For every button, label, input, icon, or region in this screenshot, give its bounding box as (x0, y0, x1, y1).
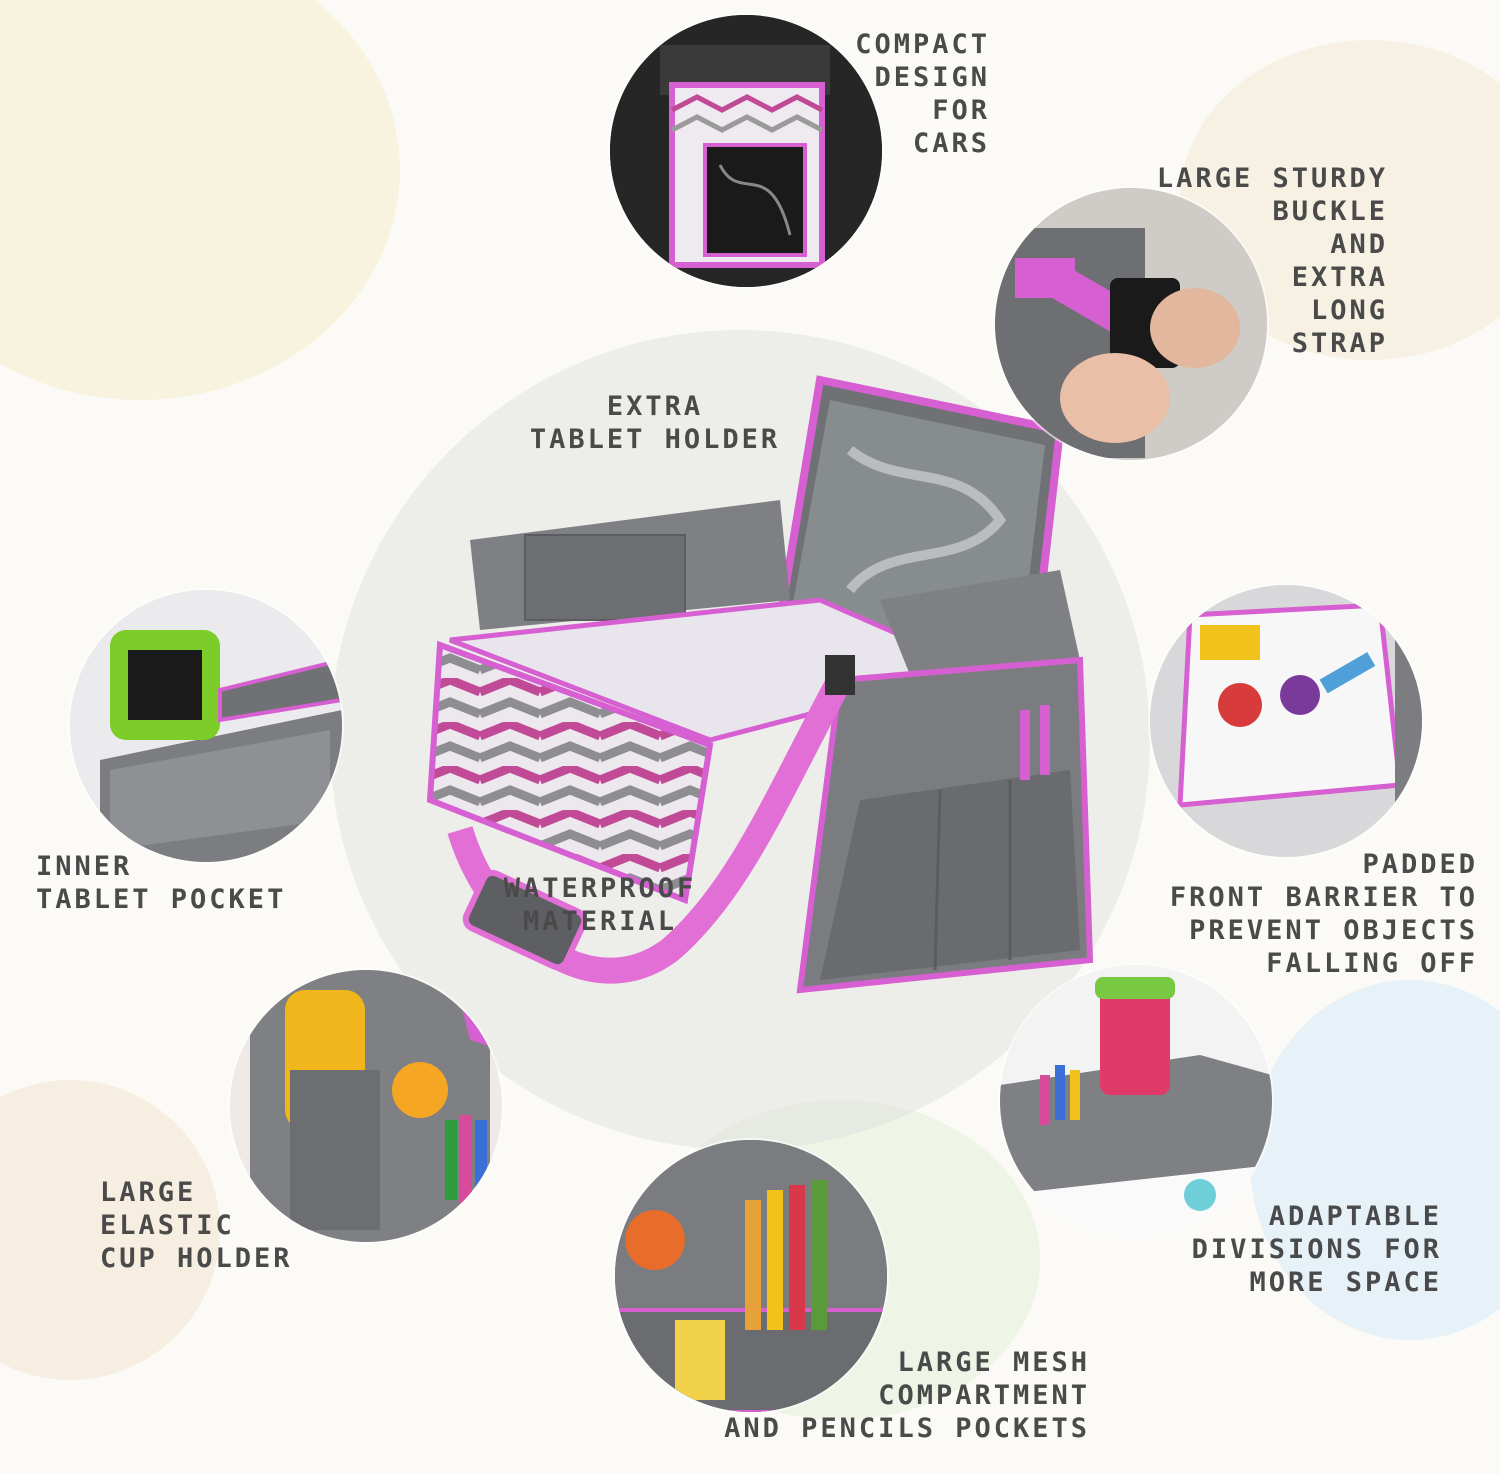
label-line: COMPARTMENT (878, 1380, 1090, 1411)
label-line: LONG (1310, 295, 1388, 326)
label-adaptable-divisions: ADAPTABLE DIVISIONS FOR MORE SPACE (1180, 1200, 1442, 1299)
label-line: COMPACT (855, 29, 990, 60)
label-line: TABLET POCKET (36, 884, 287, 915)
label-line: INNER (36, 851, 133, 882)
label-mesh-pockets: LARGE MESH COMPARTMENT AND PENCILS POCKE… (700, 1346, 1090, 1445)
label-tablet-holder: EXTRA TABLET HOLDER (500, 390, 810, 456)
inner-tablet-pocket-photo (70, 590, 342, 862)
label-waterproof: WATERPROOF MATERIAL (470, 872, 730, 938)
cup-holder-photo (230, 970, 502, 1242)
adaptable-divisions-photo (1000, 965, 1272, 1237)
label-buckle-strap: LARGE STURDY BUCKLE AND EXTRA LONG STRAP (1080, 162, 1388, 360)
label-line: BUCKLE (1272, 196, 1388, 227)
label-line: FOR (932, 95, 990, 126)
label-line: AND PENCILS POCKETS (724, 1413, 1090, 1444)
label-compact-design: COMPACT DESIGN FOR CARS (780, 28, 990, 160)
travel-tray-product-image (426, 375, 1094, 994)
label-line: AND (1330, 229, 1388, 260)
label-line: DIVISIONS FOR (1191, 1234, 1442, 1265)
label-cup-holder: LARGE ELASTIC CUP HOLDER (100, 1176, 320, 1275)
background-blob (0, 0, 400, 400)
buckle-strap-photo (995, 188, 1267, 460)
compact-design-photo (610, 15, 882, 287)
label-line: LARGE (100, 1177, 197, 1208)
label-line: PREVENT OBJECTS (1189, 915, 1478, 946)
label-line: EXTRA (606, 391, 704, 422)
label-line: CUP HOLDER (100, 1243, 293, 1274)
label-line: MORE SPACE (1249, 1267, 1442, 1298)
label-line: MATERIAL (522, 906, 678, 937)
label-line: FALLING OFF (1266, 948, 1478, 979)
label-front-barrier: PADDED FRONT BARRIER TO PREVENT OBJECTS … (1110, 848, 1478, 980)
label-line: CARS (912, 128, 990, 159)
label-line: FRONT BARRIER TO (1169, 882, 1478, 913)
background-blob (1250, 980, 1500, 1340)
label-line: EXTRA (1291, 262, 1388, 293)
label-line: DESIGN (874, 62, 990, 93)
label-line: ADAPTABLE (1268, 1201, 1442, 1232)
label-inner-tablet-pocket: INNER TABLET POCKET (36, 850, 336, 916)
label-line: PADDED (1362, 849, 1478, 880)
label-line: LARGE MESH (897, 1347, 1090, 1378)
label-line: ELASTIC (100, 1210, 235, 1241)
label-line: LARGE STURDY (1156, 163, 1388, 194)
label-line: STRAP (1291, 328, 1388, 359)
front-barrier-photo (1150, 585, 1422, 857)
label-line: TABLET HOLDER (529, 424, 781, 455)
label-line: WATERPROOF (503, 873, 697, 904)
